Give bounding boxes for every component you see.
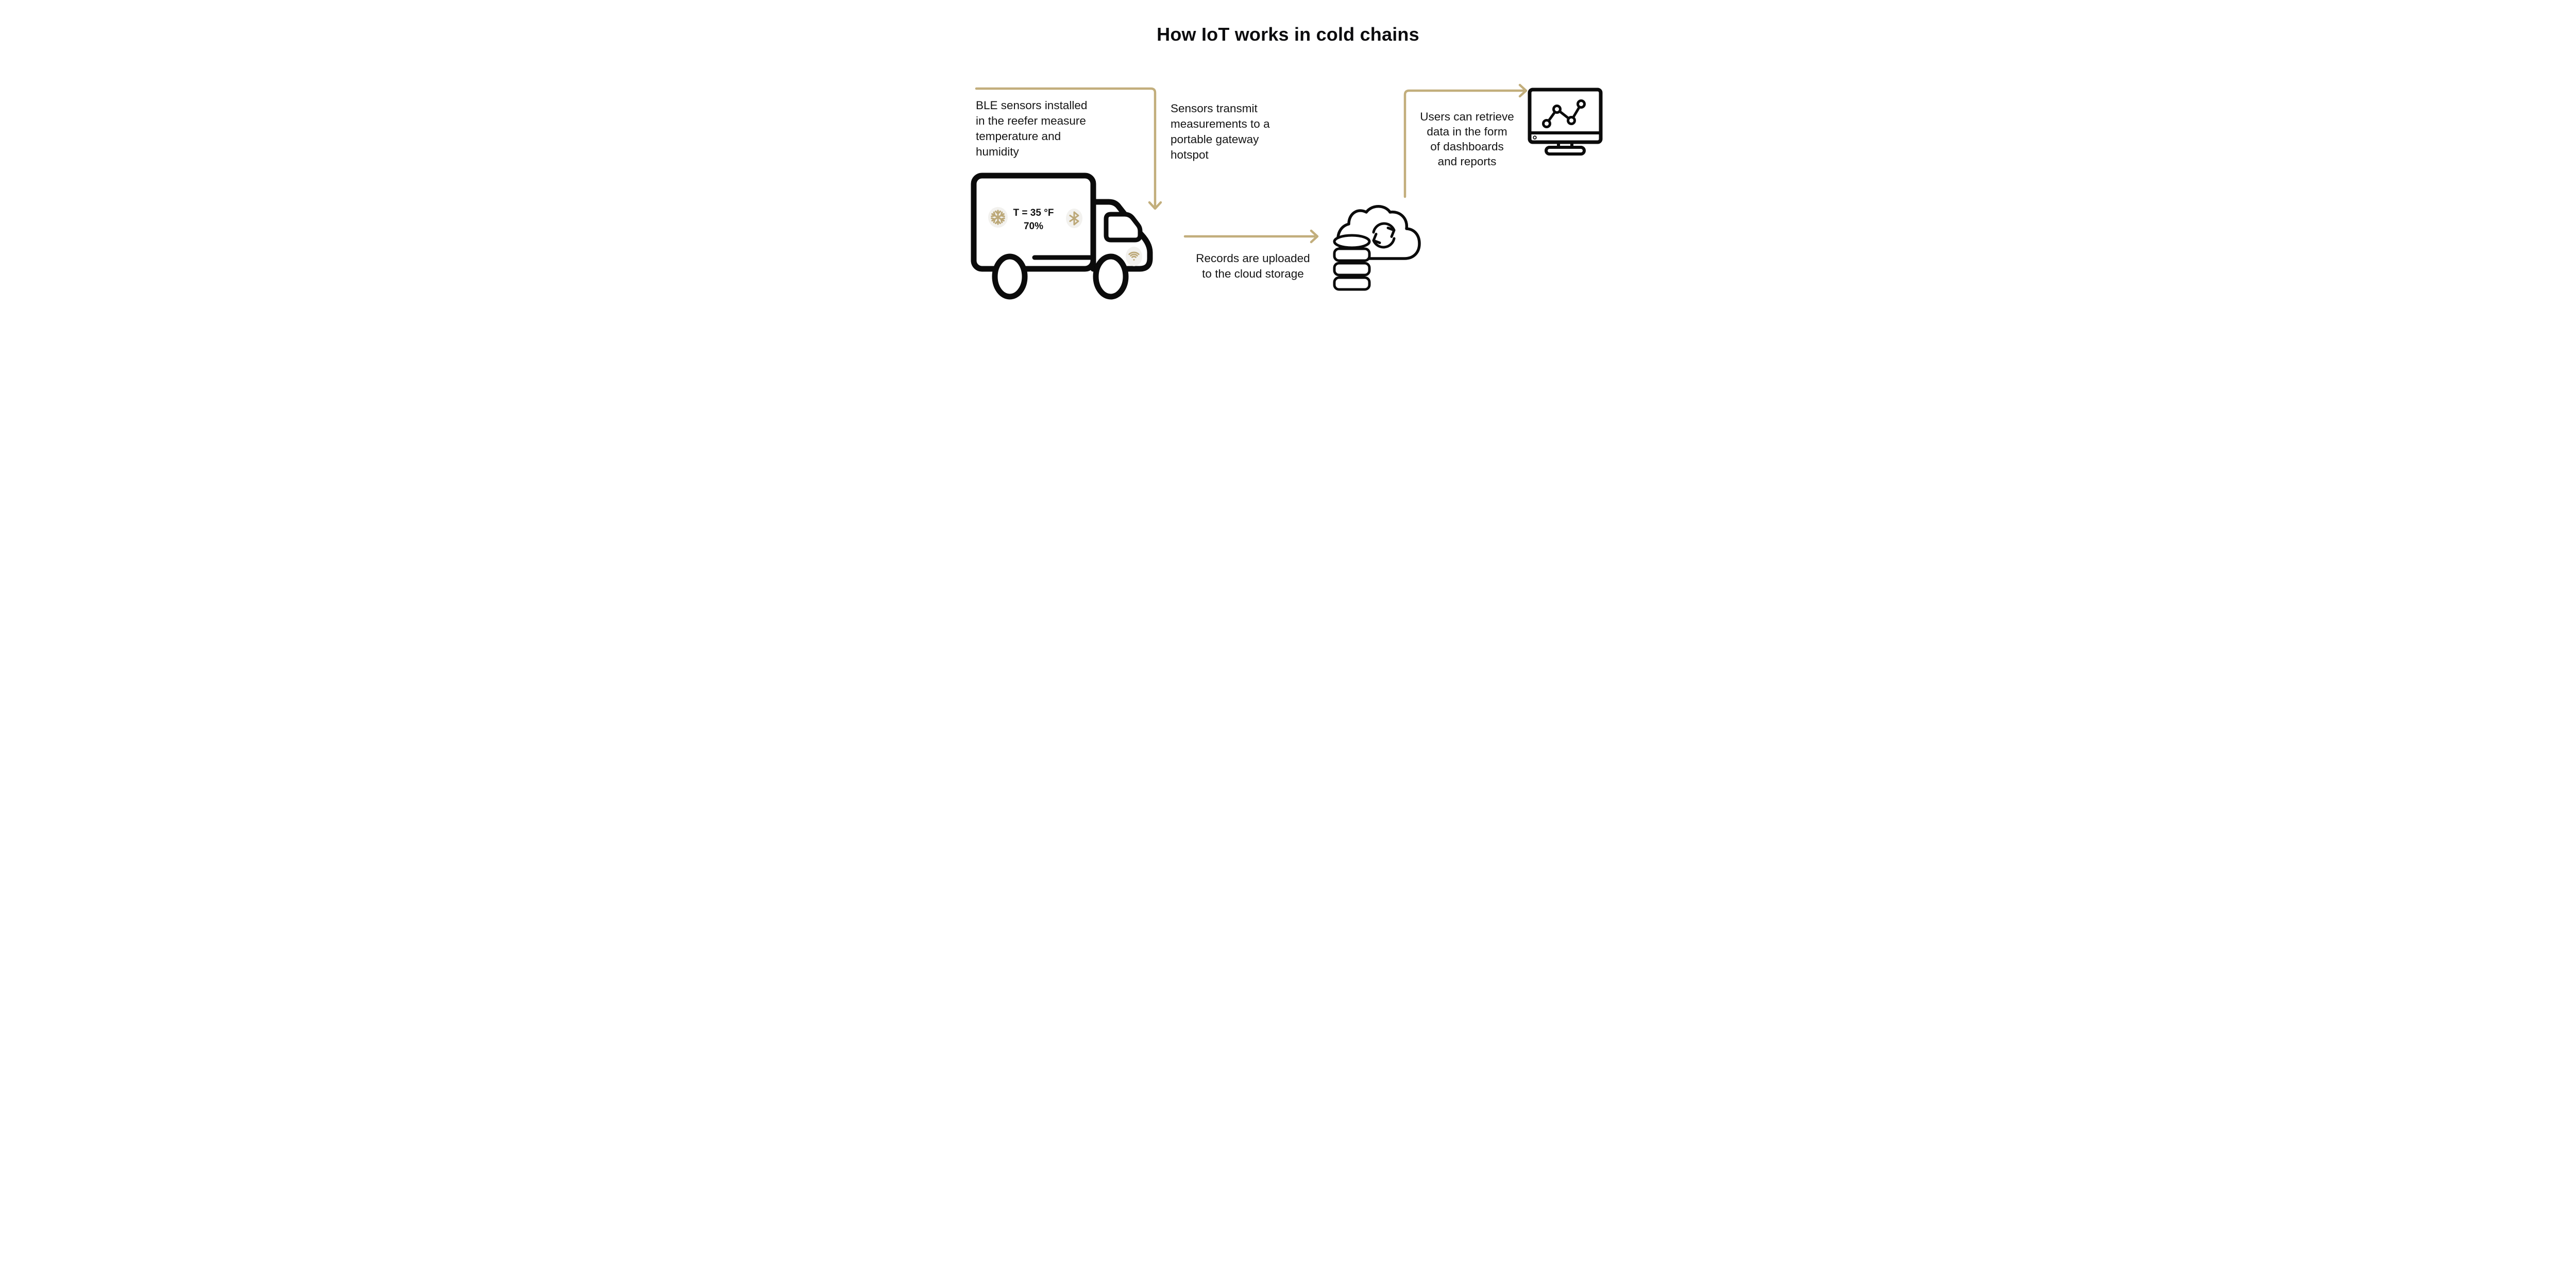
line-chart-icon <box>1542 99 1586 128</box>
arrow-shaft <box>1403 89 1524 198</box>
reefer-truck-icon <box>971 173 1153 300</box>
truck-wheel-front <box>1093 253 1129 300</box>
monitor-power-dot <box>1533 135 1537 140</box>
bluetooth-icon <box>1069 211 1079 226</box>
sensor-readout: T = 35 °F 70% <box>1009 207 1058 233</box>
step-line: hotspot <box>1171 148 1209 161</box>
truck-wheel-rear <box>992 253 1028 300</box>
humidity-reading: 70% <box>1023 221 1044 232</box>
step-line: data in the form <box>1427 125 1507 138</box>
arrow-head <box>1518 83 1528 98</box>
truck-window <box>1104 212 1143 243</box>
sync-icon <box>1372 222 1396 249</box>
temperature-reading: T = 35 °F <box>1013 208 1054 218</box>
database-icon <box>1333 234 1371 291</box>
step-line: Records are uploaded <box>1196 252 1310 265</box>
step-line: Sensors transmit <box>1171 102 1258 115</box>
monitor-stand-base <box>1545 146 1586 156</box>
step-line: portable gateway <box>1171 133 1259 146</box>
page-title: How IoT works in cold chains <box>1157 24 1419 45</box>
arrow-head <box>1148 201 1162 210</box>
step-line: measurements to a <box>1171 117 1270 130</box>
dashboard-monitor-icon <box>1528 88 1603 156</box>
step-label-cloud-upload: Records are uploaded to the cloud storag… <box>1189 251 1317 282</box>
infographic-canvas: How IoT works in cold chains BLE sensors… <box>917 0 1659 317</box>
flow-arrow-down-icon <box>975 87 1162 210</box>
step-line: BLE sensors installed <box>976 99 1088 112</box>
cloud-storage-icon <box>1333 205 1421 291</box>
step-line: humidity <box>976 145 1019 158</box>
flow-arrow-up-right-icon <box>1403 83 1528 198</box>
step-line: temperature and <box>976 130 1061 143</box>
step-label-gateway: Sensors transmit measurements to a porta… <box>1171 101 1270 163</box>
step-line: in the reefer measure <box>976 114 1086 127</box>
step-line: of dashboards <box>1430 140 1504 153</box>
snowflake-icon <box>991 210 1005 225</box>
step-line: Users can retrieve <box>1420 110 1514 123</box>
step-line: to the cloud storage <box>1202 267 1304 280</box>
step-label-ble-sensors: BLE sensors installed in the reefer meas… <box>976 98 1087 160</box>
arrow-head <box>1310 229 1319 244</box>
step-label-user-retrieval: Users can retrieve data in the form of d… <box>1419 109 1515 169</box>
flow-arrow-right-icon <box>1183 229 1319 244</box>
arrow-shaft <box>975 87 1157 207</box>
wifi-icon <box>1128 251 1140 261</box>
step-line: and reports <box>1437 155 1497 168</box>
